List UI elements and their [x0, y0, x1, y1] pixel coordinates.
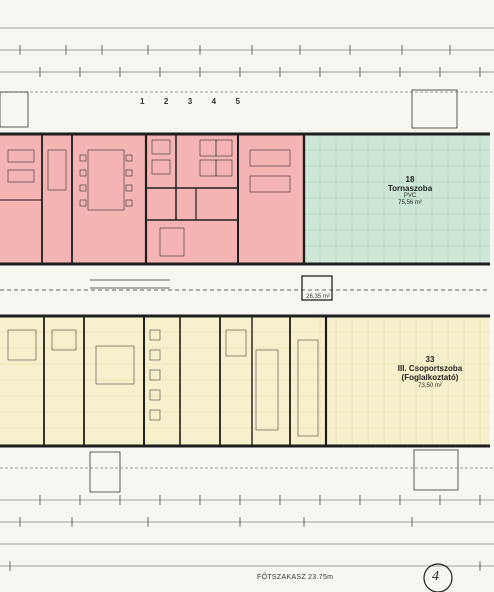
axis-label-1: 1 [140, 97, 145, 106]
walls-lower [0, 314, 490, 448]
top-dim-ticks [19, 45, 481, 77]
corridor [0, 275, 490, 301]
room-tornaszoba-label: 18 Tornaszoba PVC 75,56 m² [370, 175, 450, 207]
room-csoportszoba-label: 33 III. Csoportszoba (Foglalkoztató) 73,… [380, 355, 480, 389]
footer-section-label: FŐTSZAKASZ 23.75m [255, 574, 336, 581]
room-tornaszoba-name: Tornaszoba [387, 184, 433, 194]
bottom-dim-ticks [9, 495, 481, 571]
stair-box-bottom-mid [89, 451, 121, 493]
page-mark-circle [423, 563, 453, 592]
bottom-dimension-lines [0, 467, 494, 567]
stair-box-bottom-right [413, 449, 459, 491]
stair-box-top-right [411, 89, 458, 129]
stair-box-top-left [0, 91, 29, 128]
room-tornaszoba-number: 18 [405, 175, 415, 184]
green-zone [304, 134, 490, 264]
axis-label-4: 4 [211, 97, 217, 106]
room-csoportszoba-name: III. Csoportszoba [397, 364, 463, 374]
axis-label-5: 5 [235, 97, 240, 106]
axis-labels: 1 2 3 4 5 [140, 97, 240, 107]
red-zone [0, 134, 304, 264]
corridor-area-label: 26,35 m² [306, 294, 330, 300]
axis-label-2: 2 [163, 97, 169, 106]
yellow-grid [0, 316, 490, 446]
top-dimension-lines [0, 27, 494, 93]
axis-label-3: 3 [187, 97, 193, 106]
room-tornaszoba-floor: PVC [403, 193, 417, 200]
room-csoportszoba-subname: (Foglalkoztató) [401, 373, 459, 383]
page-mark: 4 [432, 569, 439, 584]
room-csoportszoba-area: 73,50 m² [418, 382, 442, 389]
room-csoportszoba-number: 33 [425, 355, 435, 364]
walls-upper [0, 132, 490, 266]
red-zone-furniture [7, 139, 291, 257]
room-tornaszoba-area: 75,56 m² [398, 200, 422, 207]
yellow-zone-furniture [7, 329, 319, 437]
yellow-zone [0, 316, 490, 446]
green-grid [304, 134, 490, 264]
